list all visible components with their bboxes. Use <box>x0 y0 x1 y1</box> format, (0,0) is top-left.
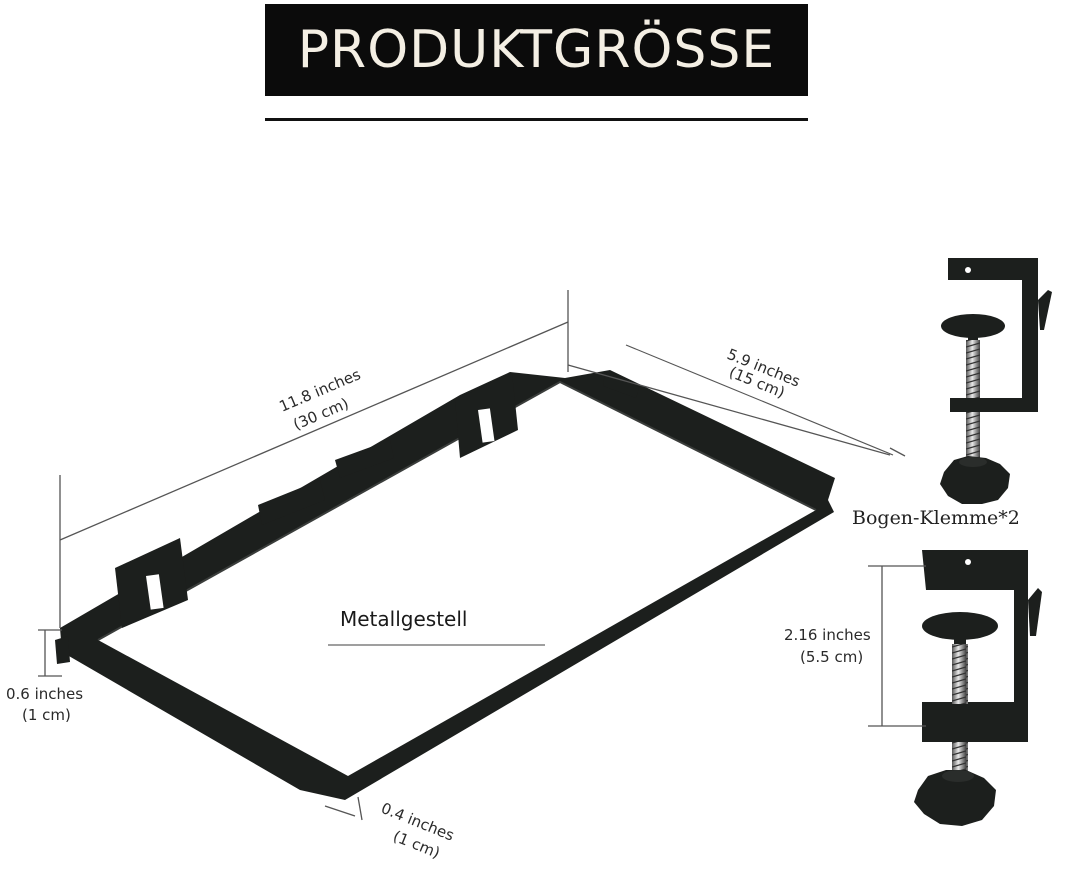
clamp-label: Bogen-Klemme*2 <box>852 507 1020 529</box>
tray-lip-dimension <box>324 796 363 821</box>
clamp-opening-dimension <box>868 565 926 727</box>
tray-length-dimension <box>59 290 569 628</box>
tray-height-cm: (1 cm) <box>22 706 71 724</box>
title-underline <box>265 118 808 121</box>
tray-height-dimension <box>38 629 62 677</box>
clamp-opening-inches: 2.16 inches <box>784 626 871 644</box>
tray-height-inches: 0.6 inches <box>6 685 83 703</box>
title-banner: PRODUKTGRÖSSE <box>265 4 808 96</box>
clamp-top <box>940 258 1052 504</box>
clamp-opening-cm: (5.5 cm) <box>800 648 863 666</box>
tray-width-dimension <box>567 344 906 457</box>
page-title: PRODUKTGRÖSSE <box>297 20 776 80</box>
clamp-bottom <box>914 550 1042 826</box>
tray-label: Metallgestell <box>340 607 467 631</box>
metal-tray-frame <box>55 370 835 800</box>
